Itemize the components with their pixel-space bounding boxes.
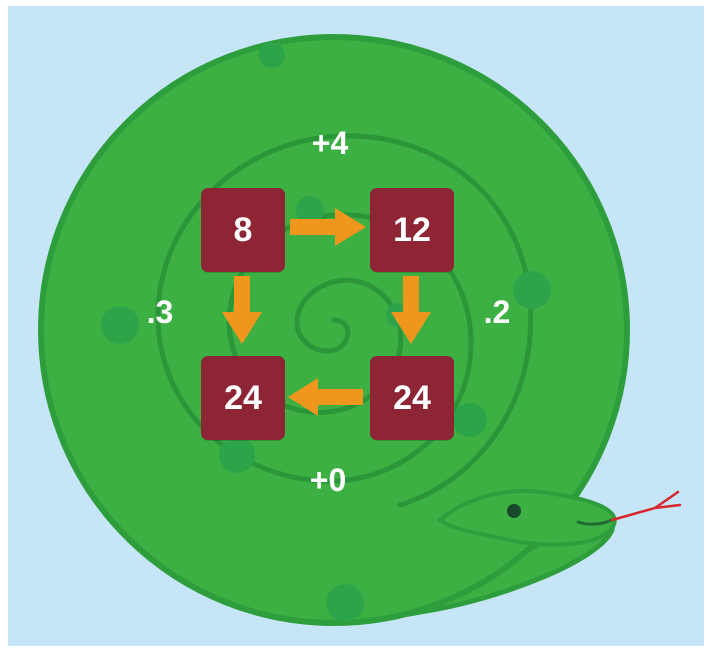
tile-top-right: 12 (370, 188, 454, 272)
snake-tongue (610, 490, 682, 522)
snake-mouth (576, 518, 614, 526)
operation-left: .3 (146, 294, 174, 330)
snake-coil (38, 34, 630, 626)
arrow-right-icon (290, 208, 366, 246)
operation-right: .2 (483, 294, 511, 330)
tile-bottom-left: 24 (201, 356, 285, 440)
spiral-lines (155, 133, 534, 508)
tile-top-left: 8 (201, 188, 285, 272)
operation-top: +4 (311, 125, 349, 161)
snake-head (436, 488, 617, 547)
arrow-left-icon (288, 378, 363, 416)
arrow-down-icon (391, 276, 431, 344)
tile-bottom-right: 24 (370, 356, 454, 440)
arrow-down-icon (222, 276, 262, 344)
snake-eye (507, 504, 521, 518)
operation-bottom: +0 (309, 462, 347, 498)
